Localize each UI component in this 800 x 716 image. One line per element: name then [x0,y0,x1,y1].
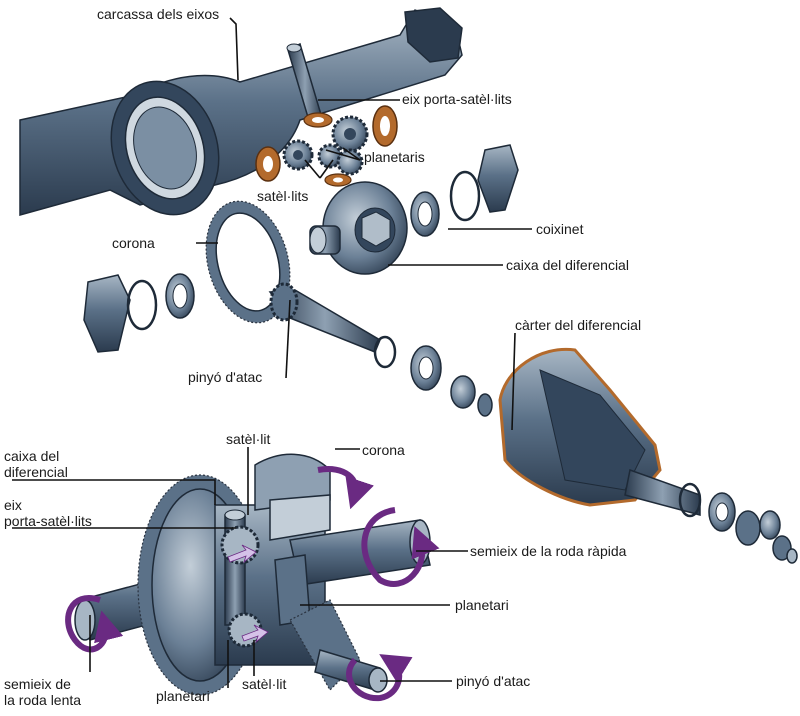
cutaway-pinion [289,599,388,693]
label-differential-housing: càrter del diferencial [515,317,641,333]
label-pinion: pinyó d'atac [188,369,262,385]
label-cutaway-spider-shaft-2: porta-satèl·lits [4,513,92,529]
label-axle-housing: carcassa dels eixos [97,6,219,22]
label-cutaway-side-gear-right: planetari [455,597,509,613]
housing-bearings [678,482,798,564]
label-ring-gear: corona [112,235,155,251]
label-spider-gears: satèl·lits [257,188,308,204]
spider-and-side-gears [282,115,369,176]
label-slow-axle-1: semieix de [4,676,71,692]
label-cutaway-spider-gear: satèl·lit [226,431,270,447]
pinion-bearings [373,335,493,417]
label-fast-axle: semieix de la roda ràpida [470,543,627,559]
differential-housing [498,347,701,516]
label-cutaway-ring-gear: corona [362,442,405,458]
motion-arrow-icon [227,544,269,644]
label-differential-case: caixa del diferencial [506,257,629,273]
axle-housing [19,7,463,216]
label-cutaway-pinion: pinyó d'atac [456,673,530,689]
label-slow-axle-2: la roda lenta [4,692,81,708]
bearing-left [83,273,195,353]
differential-case-part [309,181,408,275]
label-cutaway-side-gear-bottom: planetari [156,688,210,704]
leader-lines [12,17,532,688]
bearing-right [410,144,519,237]
pinion-gear [268,282,381,353]
labels: carcassa dels eixos eix porta-satèl·lits… [4,6,641,708]
label-cutaway-spider-gear-bottom: satèl·lit [242,676,286,692]
thrust-washers [255,105,398,187]
label-cutaway-diff-case-1: caixa del [4,448,59,464]
label-side-gears: planetaris [364,149,425,165]
label-cutaway-diff-case-2: diferencial [4,464,68,480]
label-cutaway-spider-shaft-1: eix [4,497,22,513]
label-bearing: coixinet [536,221,584,237]
label-spider-shaft: eix porta-satèl·lits [402,91,512,107]
ring-gear [205,200,291,324]
rotation-arrow-icon [65,466,440,702]
